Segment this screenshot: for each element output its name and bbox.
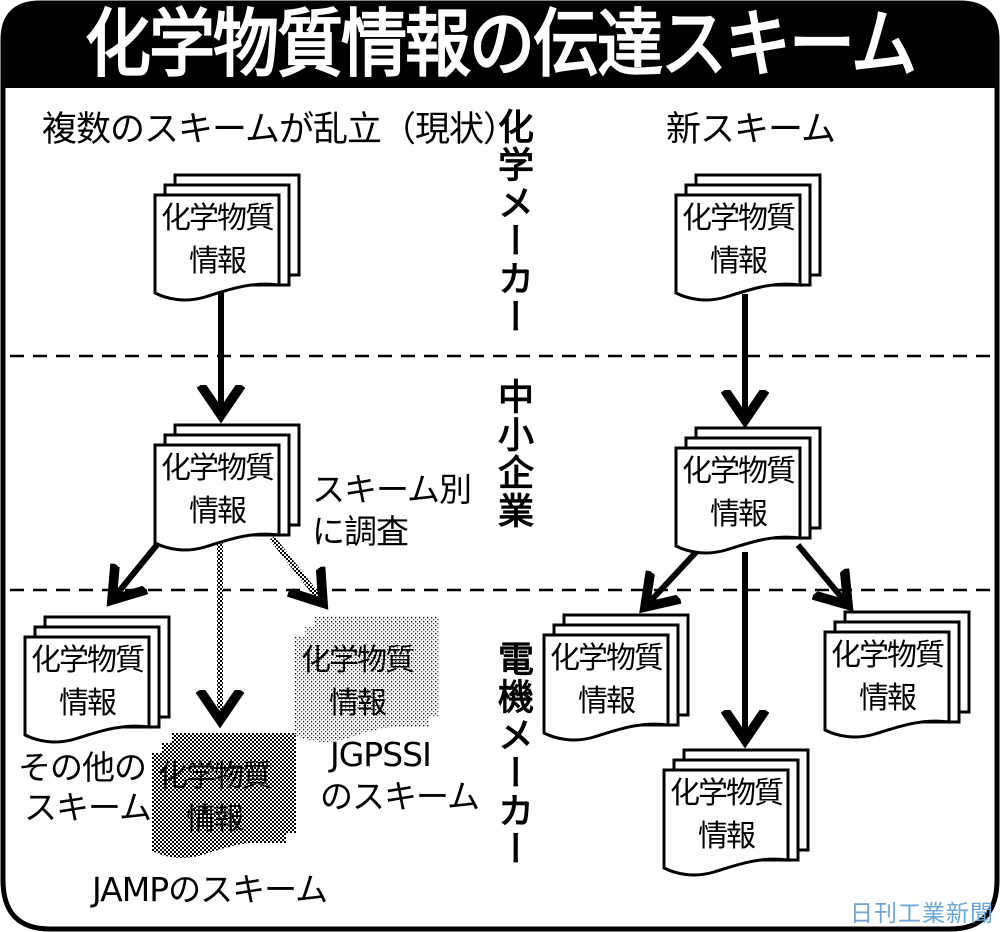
document-label-line1: 化学物質 xyxy=(31,643,145,678)
document-stack-icon xyxy=(23,615,171,744)
document-stack-recipient-2: 化学物質情報 xyxy=(662,748,824,880)
document-sheet-front xyxy=(23,635,151,744)
document-stack-jamp-scheme: 化学物質情報 xyxy=(152,733,312,863)
document-sheet-front xyxy=(295,637,419,742)
document-sheet-front xyxy=(152,753,276,858)
document-stack-icon xyxy=(153,423,301,552)
document-label: 化学物質情報 xyxy=(155,197,279,283)
page-title: 化学物質情報の伝達スキーム xyxy=(84,1,917,88)
document-label-line1: 化学物質 xyxy=(670,776,784,811)
document-label: 化学物質情報 xyxy=(25,639,149,725)
publisher-watermark: 日刊工業新聞 xyxy=(850,901,994,927)
document-sheet-front xyxy=(674,446,802,555)
document-label-line1: 化学物質 xyxy=(831,638,945,673)
document-sheet-front xyxy=(662,768,790,877)
document-label: 化学物質情報 xyxy=(152,755,276,841)
arrow-sme-to-jgpssi xyxy=(269,536,323,603)
current-scheme-heading: 複数のスキームが乱立（現状） xyxy=(42,110,518,150)
document-label-line2: 情報 xyxy=(186,802,244,837)
arrow-sme-to-recipient-1 xyxy=(645,547,701,607)
document-label-line1: 化学物質 xyxy=(550,641,664,676)
annotation-line2: に調査 xyxy=(312,512,409,551)
document-label-line2: 情報 xyxy=(698,819,756,854)
document-stack-recipient-1: 化学物質情報 xyxy=(542,613,704,745)
annotation-line1: スキーム別 xyxy=(312,470,472,509)
document-label: 化学物質情報 xyxy=(676,450,800,536)
document-label-line2: 情報 xyxy=(859,681,917,716)
document-stack-new-maker: 化学物質情報 xyxy=(674,173,836,305)
document-stack-jgpssi-scheme: 化学物質情報 xyxy=(295,617,455,747)
document-stack-icon xyxy=(152,733,296,858)
document-stack-new-sme: 化学物質情報 xyxy=(674,426,836,558)
tier-label-sme: 中小企業 xyxy=(492,378,533,530)
caption-jamp: JAMPのスキーム xyxy=(92,870,328,909)
document-label-line2: 情報 xyxy=(189,244,247,279)
arrow-sme-to-recipient-3 xyxy=(795,543,848,605)
document-sheet-front xyxy=(674,193,802,302)
document-sheet-front xyxy=(153,193,281,302)
document-label: 化学物質情報 xyxy=(825,634,949,720)
document-sheet-front xyxy=(542,633,670,742)
document-label: 化学物質情報 xyxy=(544,637,668,723)
document-label: 化学物質情報 xyxy=(664,772,788,858)
document-label-line1: 化学物質 xyxy=(161,201,275,236)
caption-jgpssi-line2: のスキーム xyxy=(320,777,480,816)
document-label-line2: 情報 xyxy=(189,494,247,529)
document-label-line2: 情報 xyxy=(59,686,117,721)
document-label-line1: 化学物質 xyxy=(301,643,415,678)
document-stack-other-scheme: 化学物質情報 xyxy=(23,615,185,747)
caption-jgpssi-line1: JGPSSI xyxy=(330,735,432,774)
document-label-line1: 化学物質 xyxy=(682,454,796,489)
document-label-line2: 情報 xyxy=(710,497,768,532)
document-stack-recipient-3: 化学物質情報 xyxy=(823,610,985,742)
document-sheet-front xyxy=(153,443,281,552)
document-stack-icon xyxy=(542,613,690,742)
document-stack-current-maker: 化学物質情報 xyxy=(153,173,315,305)
document-label-line2: 情報 xyxy=(578,684,636,719)
document-stack-icon xyxy=(153,173,301,302)
caption-other-line2: スキーム xyxy=(24,788,152,827)
document-stack-icon xyxy=(674,426,822,555)
caption-other-line1: その他の xyxy=(18,748,147,787)
document-label-line1: 化学物質 xyxy=(682,201,796,236)
document-label: 化学物質情報 xyxy=(295,639,419,725)
document-stack-icon xyxy=(662,748,810,877)
document-stack-icon xyxy=(674,173,822,302)
document-sheet-front xyxy=(823,630,951,739)
arrow-sme-to-other xyxy=(112,539,163,600)
document-label-line1: 化学物質 xyxy=(158,759,272,794)
document-label-line1: 化学物質 xyxy=(161,451,275,486)
new-scheme-heading: 新スキーム xyxy=(666,110,836,150)
title-bar-bg xyxy=(3,3,997,88)
document-label-line2: 情報 xyxy=(710,244,768,279)
tier-label-electrical-maker: 電機メーカー xyxy=(492,640,533,868)
document-label: 化学物質情報 xyxy=(155,447,279,533)
document-label: 化学物質情報 xyxy=(676,197,800,283)
document-stack-icon xyxy=(823,610,971,739)
tier-label-chemical-maker: 化学メーカー xyxy=(492,108,533,336)
document-stack-current-sme: 化学物質情報 xyxy=(153,423,315,555)
document-stack-icon xyxy=(295,617,439,742)
document-label-line2: 情報 xyxy=(329,686,387,721)
